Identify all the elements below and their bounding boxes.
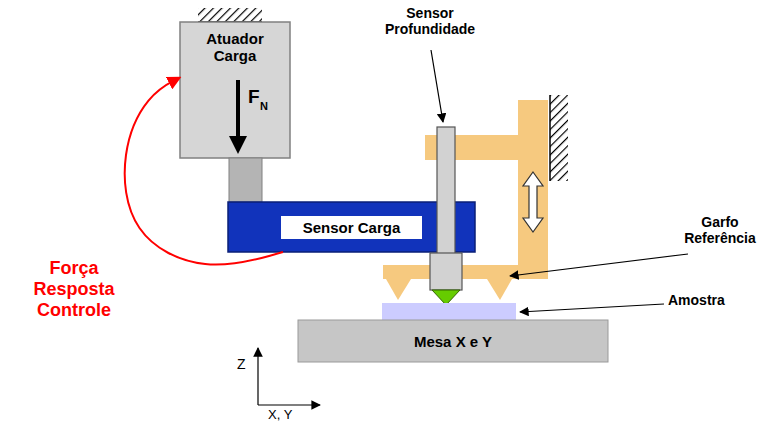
depth-sensor-rod (437, 127, 455, 255)
actuator-body (180, 22, 290, 158)
leader-line (520, 304, 664, 312)
part-label: Amostra (668, 292, 725, 308)
node-text: Atuador Carga (186, 30, 284, 64)
axis-label: Z (237, 356, 246, 372)
force-arrowhead (229, 136, 247, 154)
fork-foot (487, 279, 512, 300)
force-subscript: N (260, 100, 268, 112)
motion-arrow (523, 172, 543, 232)
actuator-box: Atuador Carga (180, 22, 290, 158)
load-sensor-box: Sensor Carga (228, 202, 475, 252)
node-text: Sensor Carga (281, 216, 423, 239)
sample (382, 303, 516, 320)
table-body (298, 320, 608, 362)
part-label: Garfo Referência (674, 214, 766, 246)
z-axis (257, 348, 258, 405)
force-symbol: F (248, 86, 260, 108)
part-label: Sensor Profundidade (370, 5, 490, 37)
leader-line (431, 50, 443, 122)
edge-label: Força Resposta Controle (18, 258, 130, 321)
fork-foot (386, 279, 411, 300)
depth-sensor-body (430, 253, 462, 290)
fork-column (518, 100, 548, 279)
table-box: Mesa X e Y (298, 320, 608, 362)
axis-label: X, Y (268, 407, 292, 422)
ground-hatch (198, 8, 262, 22)
wall-hatch (550, 95, 568, 181)
force-arrow (236, 80, 240, 140)
xy-axis (258, 404, 320, 405)
feedback-arrow (125, 78, 283, 265)
leader-line (510, 254, 688, 276)
wall-line (549, 95, 551, 181)
indenter-tip (432, 290, 460, 305)
node-text: Mesa X e Y (414, 333, 492, 350)
actuator-rod (229, 158, 262, 202)
fork-bar (383, 265, 548, 279)
